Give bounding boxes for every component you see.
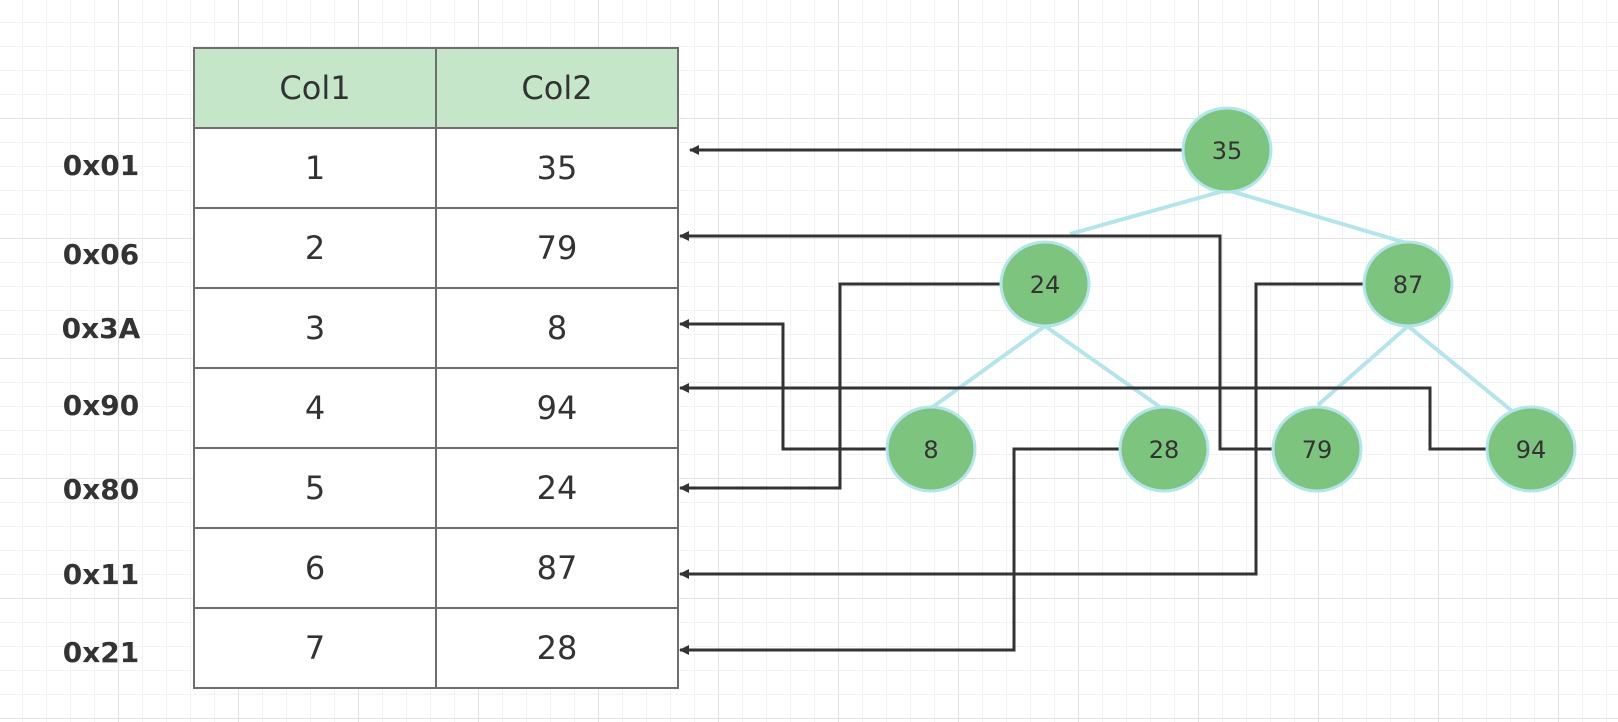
- pointer-arrow: [679, 282, 1002, 493]
- address-label: 0x21: [62, 636, 140, 669]
- tree-node-label: 8: [923, 436, 938, 464]
- tree-edge: [1406, 324, 1514, 413]
- table-cell: 35: [435, 127, 679, 209]
- tree-edge: [1226, 188, 1411, 246]
- table-cell: 7: [193, 607, 437, 689]
- pointer-arrow: [679, 383, 1487, 451]
- table-row: 4 94: [193, 367, 679, 449]
- table-cell: 8: [435, 287, 679, 369]
- table-cell: 79: [435, 207, 679, 289]
- pointer-arrow: [679, 231, 1272, 451]
- tree-edge: [928, 324, 1047, 411]
- tree-node-label: 24: [1030, 271, 1061, 299]
- table-cell: 4: [193, 367, 437, 449]
- column-header: Col2: [435, 47, 679, 129]
- tree-node: 79: [1271, 405, 1363, 493]
- tree-node: 87: [1362, 240, 1454, 328]
- pointer-arrow: [679, 282, 1364, 579]
- address-label: 0x01: [62, 149, 140, 182]
- column-header: Col1: [193, 47, 437, 129]
- address-label: 0x11: [62, 558, 140, 591]
- table-cell: 24: [435, 447, 679, 529]
- table-row: 2 79: [193, 207, 679, 289]
- data-table: Col1 Col2 1 35 2 79 3 8 4 94 5 24 6 87 7: [193, 47, 679, 689]
- table-cell: 1: [193, 127, 437, 209]
- tree-node: 24: [999, 240, 1091, 328]
- table-header-row: Col1 Col2: [193, 47, 679, 129]
- tree-node-label: 35: [1212, 137, 1243, 165]
- table-cell: 28: [435, 607, 679, 689]
- table-row: 3 8: [193, 287, 679, 369]
- tree-node: 94: [1485, 405, 1577, 493]
- address-label: 0x90: [62, 389, 140, 422]
- tree-edge: [1069, 188, 1228, 236]
- tree-node: 35: [1181, 106, 1273, 194]
- table-row: 5 24: [193, 447, 679, 529]
- address-label: 0x06: [62, 238, 140, 271]
- table-cell: 87: [435, 527, 679, 609]
- table-cell: 5: [193, 447, 437, 529]
- table-row: 1 35: [193, 127, 679, 209]
- tree-node: 8: [885, 405, 977, 493]
- tree-node-label: 94: [1516, 436, 1547, 464]
- tree-edge: [1043, 324, 1162, 409]
- tree-node-label: 28: [1149, 436, 1180, 464]
- tree-node-label: 87: [1393, 271, 1424, 299]
- address-label: 0x3A: [61, 312, 141, 345]
- tree-edges: [928, 188, 1514, 413]
- table-row: 6 87: [193, 527, 679, 609]
- tree-node-label: 79: [1302, 436, 1333, 464]
- address-label: 0x80: [62, 473, 140, 506]
- table-cell: 3: [193, 287, 437, 369]
- pointer-arrow: [679, 447, 1120, 655]
- table-cell: 94: [435, 367, 679, 449]
- tree-edge: [1316, 324, 1410, 407]
- tree-nodes: 35 24 87 8 28 79 94: [885, 106, 1577, 493]
- table-row: 7 28: [193, 607, 679, 689]
- table-cell: 6: [193, 527, 437, 609]
- table-cell: 2: [193, 207, 437, 289]
- tree-node: 28: [1118, 405, 1210, 493]
- pointer-arrows: [679, 145, 1487, 655]
